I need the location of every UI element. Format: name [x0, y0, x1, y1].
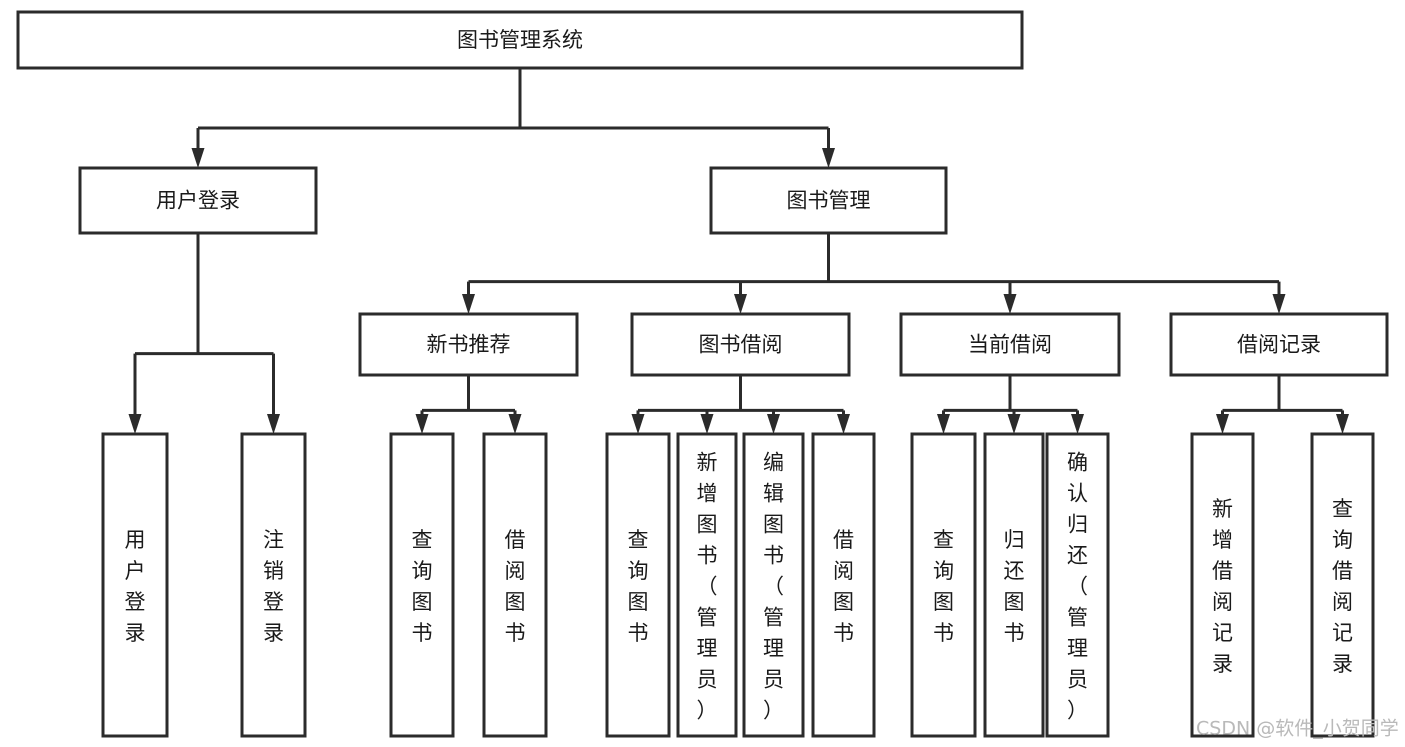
node-box[interactable]	[1045, 432, 1110, 738]
arrow-head-icon	[267, 414, 280, 434]
arrow-head-icon	[700, 414, 714, 434]
arrow-head-icon	[1007, 414, 1021, 434]
node-label: 新增借阅记录	[1212, 497, 1233, 676]
arrow-head-icon	[1003, 294, 1017, 314]
arrow-head-icon	[1336, 414, 1349, 434]
arrow-head-icon	[822, 148, 835, 168]
node-box[interactable]	[482, 432, 548, 738]
node-leaf-user-logout[interactable]: 注销登录	[240, 432, 307, 738]
node-label: 查询图书	[412, 528, 433, 645]
node-box[interactable]	[358, 312, 579, 377]
node-box[interactable]	[910, 432, 977, 738]
arrow-head-icon	[837, 414, 850, 434]
node-label: 借阅记录	[1237, 333, 1321, 357]
node-leaf-query-book-rec[interactable]: 查询图书	[389, 432, 455, 738]
node-box[interactable]	[1169, 312, 1389, 377]
node-label: 借阅图书	[833, 528, 854, 645]
csdn-watermark: CSDN @软件_小贺同学	[1196, 718, 1399, 740]
node-leaf-query-book-bb[interactable]: 查询图书	[605, 432, 671, 738]
node-box[interactable]	[101, 432, 169, 738]
node-label: 确认归还（管理员）	[1067, 451, 1088, 723]
node-box[interactable]	[811, 432, 876, 738]
node-box[interactable]	[16, 10, 1024, 70]
node-box[interactable]	[899, 312, 1121, 377]
node-box[interactable]	[1310, 432, 1375, 738]
node-leaf-query-record[interactable]: 查询借阅记录	[1310, 432, 1375, 738]
node-leaf-return-book[interactable]: 归还图书	[983, 432, 1045, 738]
arrow-head-icon	[937, 414, 950, 434]
arrow-head-icon	[508, 414, 522, 434]
arrow-head-icon	[1272, 294, 1286, 314]
node-leaf-edit-book[interactable]: 编辑图书（管理员）	[742, 432, 805, 738]
node-box[interactable]	[389, 432, 455, 738]
node-label: 当前借阅	[968, 333, 1052, 357]
node-current-borrow[interactable]: 当前借阅	[899, 312, 1121, 377]
node-label: 注销登录	[263, 528, 284, 645]
node-label: 图书管理系统	[457, 28, 583, 52]
node-leaf-borrow-book-rec[interactable]: 借阅图书	[482, 432, 548, 738]
node-label: 查询借阅记录	[1332, 497, 1353, 676]
node-box[interactable]	[605, 432, 671, 738]
arrow-head-icon	[415, 414, 429, 434]
node-book-manage[interactable]: 图书管理	[709, 166, 948, 235]
connector-layer	[128, 68, 1349, 434]
node-book-borrow[interactable]: 图书借阅	[630, 312, 851, 377]
node-label: 用户登录	[125, 528, 146, 645]
node-box[interactable]	[240, 432, 307, 738]
node-label: 用户登录	[156, 189, 240, 213]
node-root[interactable]: 图书管理系统	[16, 10, 1024, 70]
arrow-head-icon	[1071, 414, 1084, 434]
node-user-login[interactable]: 用户登录	[78, 166, 318, 235]
arrow-head-icon	[631, 414, 645, 434]
node-box[interactable]	[742, 432, 805, 738]
node-layer: 图书管理系统用户登录图书管理新书推荐图书借阅当前借阅借阅记录用户登录注销登录查询…	[16, 10, 1389, 738]
node-label: 新书推荐	[427, 333, 511, 357]
node-leaf-add-record[interactable]: 新增借阅记录	[1190, 432, 1255, 738]
node-label: 新增图书（管理员）	[697, 451, 718, 723]
node-leaf-query-book-cb[interactable]: 查询图书	[910, 432, 977, 738]
node-box[interactable]	[983, 432, 1045, 738]
arrow-head-icon	[191, 148, 205, 168]
node-box[interactable]	[630, 312, 851, 377]
node-label: 查询图书	[933, 528, 954, 645]
node-borrow-record[interactable]: 借阅记录	[1169, 312, 1389, 377]
node-leaf-borrow-book-bb[interactable]: 借阅图书	[811, 432, 876, 738]
node-box[interactable]	[1190, 432, 1255, 738]
node-label: 编辑图书（管理员）	[763, 451, 784, 723]
node-label: 借阅图书	[505, 528, 526, 645]
arrow-head-icon	[734, 294, 747, 314]
node-box[interactable]	[78, 166, 318, 235]
node-box[interactable]	[676, 432, 738, 738]
node-leaf-add-book[interactable]: 新增图书（管理员）	[676, 432, 738, 738]
node-label: 图书管理	[787, 189, 871, 213]
node-label: 查询图书	[628, 528, 649, 645]
arrow-head-icon	[1216, 414, 1229, 434]
arrow-head-icon	[462, 294, 475, 314]
node-label: 归还图书	[1004, 528, 1025, 645]
node-leaf-confirm-return[interactable]: 确认归还（管理员）	[1045, 432, 1110, 738]
node-label: 图书借阅	[699, 333, 783, 357]
node-new-book-rec[interactable]: 新书推荐	[358, 312, 579, 377]
arrow-head-icon	[767, 414, 780, 434]
node-box[interactable]	[709, 166, 948, 235]
arrow-head-icon	[128, 414, 142, 434]
node-leaf-user-login[interactable]: 用户登录	[101, 432, 169, 738]
